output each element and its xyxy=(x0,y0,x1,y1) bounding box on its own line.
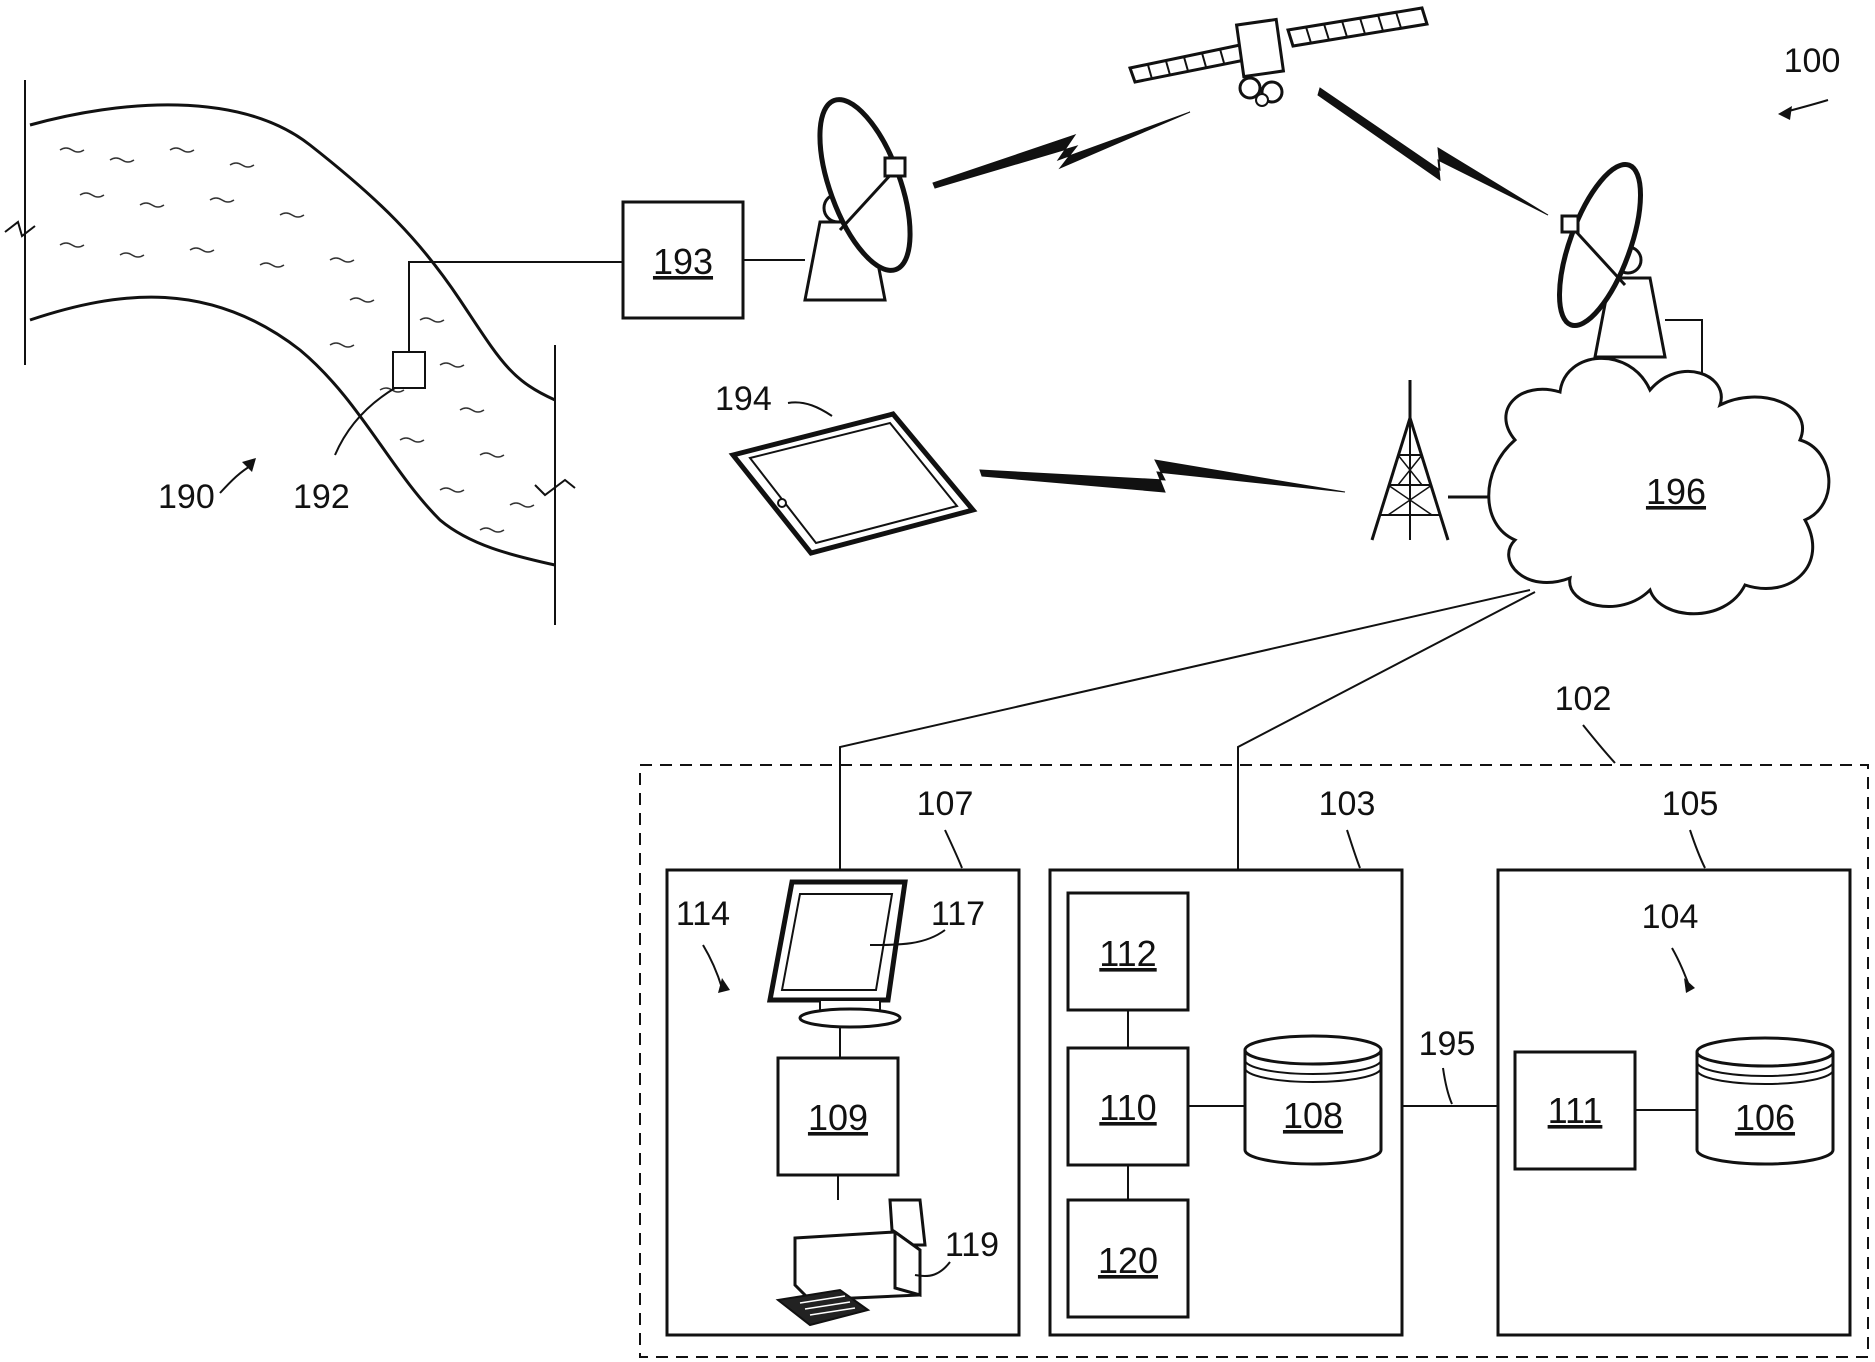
label-108: 108 xyxy=(1283,1095,1343,1136)
link-cloud-to-server xyxy=(1238,592,1535,870)
lightning-link-icon xyxy=(1318,88,1548,215)
label-119: 119 xyxy=(945,1226,999,1264)
cloud-icon: 196 xyxy=(1489,358,1829,613)
label-105: 105 xyxy=(1662,785,1719,823)
lightning-link-icon xyxy=(980,460,1345,492)
label-112: 112 xyxy=(1099,933,1156,974)
label-111: 111 xyxy=(1548,1090,1603,1131)
label-117: 117 xyxy=(931,895,985,933)
printer-icon xyxy=(778,1200,925,1325)
water-ripples xyxy=(60,148,534,532)
sensor-box xyxy=(393,352,425,388)
label-100: 100 xyxy=(1784,42,1841,80)
transmitter: 193 xyxy=(623,202,805,318)
label-107: 107 xyxy=(917,785,974,823)
label-103: 103 xyxy=(1319,785,1376,823)
label-106: 106 xyxy=(1735,1097,1795,1138)
lightning-link-icon xyxy=(933,112,1190,188)
cell-tower-icon xyxy=(1372,380,1497,540)
label-193: 193 xyxy=(653,241,713,282)
water-body: 190 xyxy=(5,80,575,625)
label-104: 104 xyxy=(1642,898,1699,936)
satellite-icon xyxy=(1130,8,1427,106)
client-workstation: 107 114 117 109 119 xyxy=(667,785,1019,1335)
link-cloud-to-client xyxy=(840,590,1530,870)
satellite-dish-left xyxy=(801,88,928,300)
label-114: 114 xyxy=(676,895,730,933)
label-196: 196 xyxy=(1646,471,1706,512)
storage-node: 105 104 111 106 xyxy=(1498,785,1850,1335)
label-192: 192 xyxy=(293,478,350,516)
sensor: 192 xyxy=(293,262,623,516)
tablet: 194 xyxy=(715,380,973,553)
label-109: 109 xyxy=(808,1097,868,1138)
monitor-icon xyxy=(770,882,905,1027)
arrow-100 xyxy=(1785,100,1828,112)
server: 103 112 110 120 108 xyxy=(1050,785,1402,1335)
label-194: 194 xyxy=(715,380,772,418)
label-102: 102 xyxy=(1555,680,1612,718)
label-195: 195 xyxy=(1419,1025,1476,1063)
label-110: 110 xyxy=(1099,1087,1156,1128)
label-190: 190 xyxy=(158,478,215,516)
label-120: 120 xyxy=(1098,1240,1158,1281)
